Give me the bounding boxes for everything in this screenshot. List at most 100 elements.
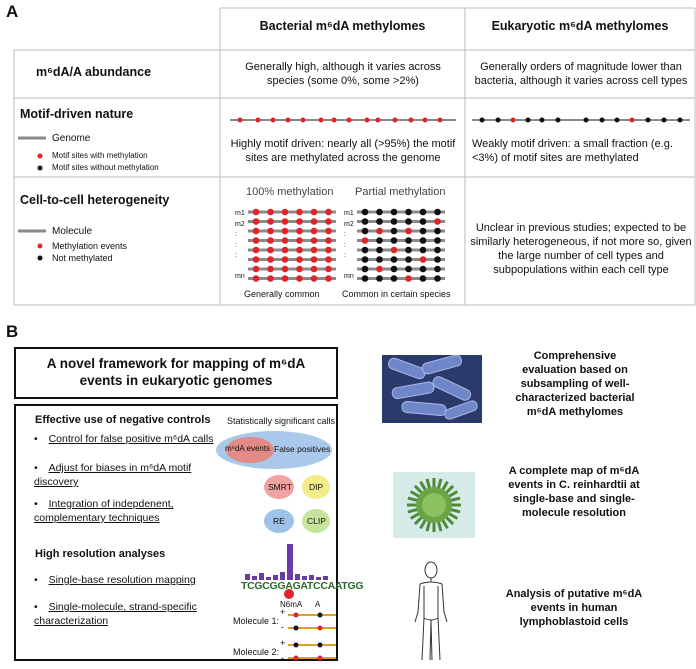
methylation-site [296,275,303,282]
methylation-site [325,246,332,254]
methylation-site [419,256,427,263]
methylation-site [296,208,303,216]
methylation-site [281,275,289,282]
full-methylation-label: 100% methylation [246,186,334,198]
sig-calls-label: Statistically significant calls [227,416,336,426]
legend-motif-methylated: Motif sites with methylation [52,151,148,160]
row-heterogeneity-eukaryotic: Unclear in previous studies; expected to… [470,222,692,276]
bacteria-image [382,355,482,423]
legend-motif-unmethylated: Motif sites without methylation [52,163,159,172]
methylation-site [310,265,318,273]
dna-sequence: TCGCGGAGATCCAATGG [241,580,364,592]
panel-a-letter: A [6,2,19,21]
mol-label-mn-partial: mn [344,272,354,280]
methylation-site [390,256,398,263]
molecule-1-label: Molecule 1: [233,616,280,626]
methylation-site [267,275,274,282]
methylation-site [419,275,427,282]
methylation-site [361,256,369,263]
right-item-1: Comprehensive evaluation based on subsam… [515,350,635,418]
methylation-site [405,275,412,282]
methylation-site [310,275,318,282]
n6ma-label: N6mA [280,600,303,609]
full-mol-labels: m1 m2 : : : mn [235,209,247,282]
framework-title-box: A novel framework for mapping of m⁶dA ev… [14,347,338,399]
methylation-site [267,265,274,273]
methylation-site [390,208,398,216]
row-abundance-title: m⁶dA/A abundance [36,65,152,79]
row-motif-eukaryotic: Weakly motif driven: a small fraction (e… [472,138,673,164]
neg-control-item-1: • Control for false positive m⁶dA calls [34,433,214,445]
high-res-heading: High resolution analyses [35,548,166,560]
methylation-site [376,208,383,216]
methylation-site [281,256,289,263]
methylation-site [296,237,303,244]
mol2-plus: + [280,638,286,648]
legend-not-methylated: Not methylated [52,253,113,263]
framework-details-box [14,404,338,661]
methylation-site [376,246,383,254]
mol-label-m1-partial: m1 [344,210,354,217]
methylation-site [434,256,441,263]
methylation-site [390,265,398,273]
row-motif-bacterial: Highly motif driven: nearly all (>95%) t… [230,138,456,164]
partial-methylation-label: Partial methylation [355,186,446,198]
mol-label-m2: m2 [235,220,245,228]
methylation-site [390,237,398,244]
false-positives-label: False positives [274,444,331,454]
neg-control-item-2: • Adjust for biases in m⁶dA motif discov… [34,462,192,488]
methylation-site [252,265,260,273]
methylation-site [361,237,369,244]
panel-b-letter: B [6,322,19,341]
high-res-item-2: • Single-molecule, strand-specific chara… [34,601,197,627]
row-motif-title: Motif-driven nature [20,107,134,121]
molecule-2-label: Molecule 2: [233,647,280,657]
methylation-site [252,208,260,216]
methylation-site [325,275,332,282]
methylation-site [405,218,412,225]
methylation-site [267,227,274,235]
human-figure-image [414,561,448,661]
methylation-site [376,237,383,244]
methylation-site [405,265,412,273]
a-label: A [315,600,321,609]
methylation-site [325,218,332,225]
methylation-site [376,265,383,273]
methylation-site [310,246,318,254]
legend-genome-label: Genome [52,133,91,144]
methylation-site [376,275,383,282]
methylation-site [390,275,398,282]
methylation-site [281,246,289,254]
mol-label-dots-2: : [235,241,237,249]
framework-title: A novel framework for mapping of m⁶dA ev… [46,356,306,388]
methylation-site [390,246,398,254]
methylation-site [281,265,289,273]
neg-control-item-2-text: Adjust for biases in m⁶dA motif discover… [34,462,192,488]
methylation-site [361,208,369,216]
methylation-site [296,246,303,254]
partial-caption: Common in certain species [342,289,451,299]
mol-label-dots-3-partial: : [344,252,346,259]
methylation-site [252,246,260,254]
venn-diagram [216,431,332,469]
methylation-site [310,237,318,244]
methylation-site [361,246,369,254]
methylation-site [325,208,332,216]
methylation-site [390,227,398,235]
row-abundance-bacterial: Generally high, although it varies acros… [245,61,441,87]
mol-label-dots-1: : [235,231,237,238]
high-res-item-2-text: Single-molecule, strand-specific charact… [34,601,197,627]
mol2-minus: - [281,653,284,663]
methylation-site [434,227,441,235]
technique-dip: DIP [309,482,324,492]
mol-label-dots-2-partial: : [344,241,346,249]
genome-legend [18,136,46,171]
methylation-site [296,265,303,273]
m6da-events-label: m⁶dA events [225,444,271,453]
neg-control-item-3-text: Integration of indepdenent, complementar… [34,498,174,524]
methylation-site [434,246,441,254]
techniques-diagram [264,475,330,533]
molecule-strands [288,612,336,661]
methylation-site [267,256,274,263]
bacterial-genome-diagram [230,117,456,123]
